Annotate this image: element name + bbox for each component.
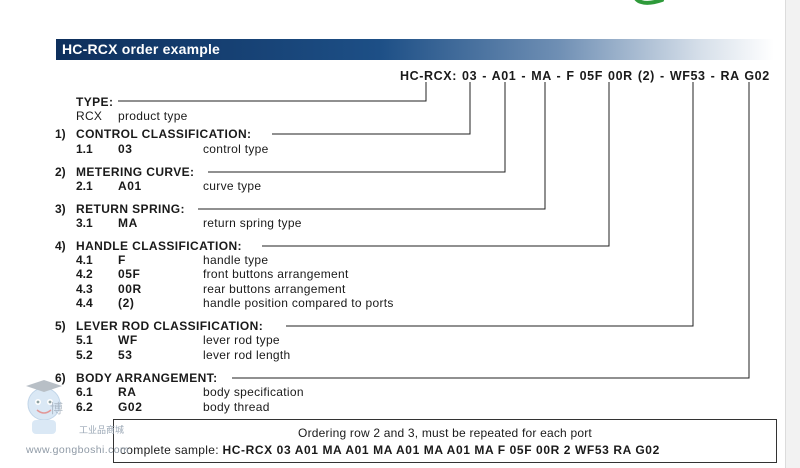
row-description: control type: [203, 142, 269, 156]
row-description: lever rod type: [203, 333, 280, 347]
connector-control: [272, 82, 471, 135]
row-number: 4.4: [76, 296, 93, 310]
row-number: 5.1: [76, 333, 93, 347]
type-heading: TYPE:: [76, 95, 114, 109]
watermark-url: www.gongboshi.com: [26, 444, 130, 456]
section-number: 2): [55, 165, 66, 179]
connector-handle: [262, 82, 610, 247]
row-code: 05F: [118, 267, 141, 281]
row-description: handle position compared to ports: [203, 296, 394, 310]
section-title-body: BODY ARRANGEMENT:: [76, 371, 218, 385]
row-code: 03: [118, 142, 133, 156]
order-code-example: HC-RCX: 03 - A01 - MA - F 05F 00R (2) - …: [400, 69, 770, 83]
section-header-bar: HC-RCX order example: [56, 39, 774, 60]
ordering-note-box: Ordering row 2 and 3, must be repeated f…: [113, 419, 777, 463]
section-title-metering: METERING CURVE:: [76, 165, 195, 179]
section-title-lever-rod: LEVER ROD CLASSIFICATION:: [76, 319, 264, 333]
note-complete-sample: complete sample: HC-RCX 03 A01 MA A01 MA…: [120, 443, 660, 457]
type-code: RCX: [76, 109, 103, 123]
note-sample-label: complete sample:: [120, 443, 223, 457]
section-number: 5): [55, 319, 66, 333]
row-description: handle type: [203, 253, 269, 267]
row-description: curve type: [203, 179, 262, 193]
connector-body: [232, 82, 750, 379]
watermark-mascot-icon: [26, 380, 62, 434]
page-edge: [785, 0, 800, 468]
row-code: G02: [118, 400, 143, 414]
row-description: body specification: [203, 385, 304, 399]
row-code: 00R: [118, 282, 142, 296]
watermark-cn-text: 工业品商城: [79, 425, 125, 435]
row-code: MA: [118, 216, 138, 230]
row-code: 53: [118, 348, 133, 362]
row-number: 6.1: [76, 385, 93, 399]
connector-type: [118, 82, 427, 102]
row-code: F: [118, 253, 126, 267]
watermark-logo-char: 博: [50, 401, 64, 416]
row-number: 2.1: [76, 179, 93, 193]
section-number: 6): [55, 371, 66, 385]
section-title-return-spring: RETURN SPRING:: [76, 202, 185, 216]
row-number: 1.1: [76, 142, 93, 156]
page-title: HC-RCX order example: [62, 41, 221, 57]
section-number: 1): [55, 127, 66, 141]
row-description: body thread: [203, 400, 270, 414]
row-number: 4.2: [76, 267, 93, 281]
section-number: 4): [55, 239, 66, 253]
row-code: (2): [118, 296, 135, 310]
connector-metering: [208, 82, 506, 173]
row-code: RA: [118, 385, 137, 399]
brand-logo-fragment: [634, 0, 664, 5]
row-number: 5.2: [76, 348, 93, 362]
type-description: product type: [118, 109, 188, 123]
row-code: A01: [118, 179, 142, 193]
section-title-control: CONTROL CLASSIFICATION:: [76, 127, 252, 141]
note-sample-code: HC-RCX 03 A01 MA A01 MA A01 MA A01 MA F …: [222, 443, 660, 457]
row-number: 4.1: [76, 253, 93, 267]
note-repeat-instruction: Ordering row 2 and 3, must be repeated f…: [298, 426, 592, 440]
row-description: front buttons arrangement: [203, 267, 349, 281]
row-description: rear buttons arrangement: [203, 282, 346, 296]
row-number: 3.1: [76, 216, 93, 230]
row-description: lever rod length: [203, 348, 291, 362]
row-number: 6.2: [76, 400, 93, 414]
section-title-handle: HANDLE CLASSIFICATION:: [76, 239, 242, 253]
row-number: 4.3: [76, 282, 93, 296]
connector-return-spring: [198, 82, 546, 210]
row-code: WF: [118, 333, 138, 347]
section-number: 3): [55, 202, 66, 216]
row-description: return spring type: [203, 216, 302, 230]
connector-lever-rod: [286, 82, 694, 327]
